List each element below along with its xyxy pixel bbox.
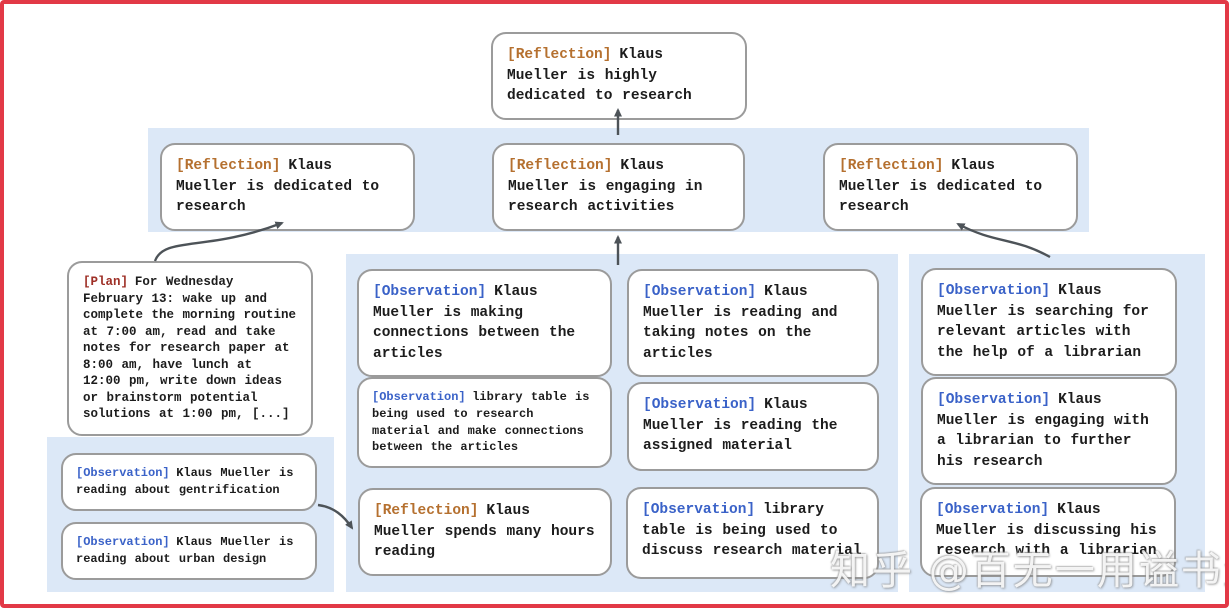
node-text: Klaus Mueller spends many hours reading xyxy=(374,503,595,561)
node-text: Klaus Mueller is dedicated to research xyxy=(176,158,380,216)
node-obs-library-table-research: [Observation]library table is being used… xyxy=(357,377,612,469)
node-plan: [Plan]For Wednesday February 13: wake up… xyxy=(67,261,313,436)
node-text: library table is being used to discuss r… xyxy=(642,502,862,560)
node-text: Klaus Mueller is reading the assigned ma… xyxy=(643,397,838,455)
observation-tag: [Observation] xyxy=(937,392,1051,408)
node-text: For Wednesday February 13: wake up and c… xyxy=(83,275,297,421)
reflection-tag: [Reflection] xyxy=(839,158,944,174)
node-text: Klaus Mueller is reading about gentrific… xyxy=(76,466,294,497)
observation-tag: [Observation] xyxy=(76,466,170,480)
reflection-tag: [Reflection] xyxy=(176,158,281,174)
reflection-tag: [Reflection] xyxy=(507,47,612,63)
node-text: Klaus Mueller is reading and taking note… xyxy=(643,284,838,362)
reflection-tag: [Reflection] xyxy=(508,158,613,174)
node-obs-searching-articles: [Observation]Klaus Mueller is searching … xyxy=(921,268,1177,377)
node-text: library table is being used to research … xyxy=(372,390,590,455)
zhihu-watermark: 知乎 @百无一用谥书生 xyxy=(830,548,1229,594)
node-text: Klaus Mueller is searching for relevant … xyxy=(937,283,1149,361)
observation-tag: [Observation] xyxy=(643,397,757,413)
node-obs-discussing-research: [Observation]Klaus Mueller is discussing… xyxy=(920,487,1176,577)
node-text: Klaus Mueller is engaging with a librari… xyxy=(937,392,1149,470)
observation-tag: [Observation] xyxy=(937,283,1051,299)
node-reflection-left: [Reflection]Klaus Mueller is dedicated t… xyxy=(160,143,415,231)
node-obs-assigned-material: [Observation]Klaus Mueller is reading th… xyxy=(627,382,879,471)
node-text: Klaus Mueller is engaging in research ac… xyxy=(508,158,703,216)
node-reflection-middle: [Reflection]Klaus Mueller is engaging in… xyxy=(492,143,745,231)
observation-tag: [Observation] xyxy=(76,535,170,549)
node-obs-making-connections: [Observation]Klaus Mueller is making con… xyxy=(357,269,612,378)
node-reflection-hours-reading: [Reflection]Klaus Mueller spends many ho… xyxy=(358,488,612,576)
node-obs-library-table-discuss: [Observation]library table is being used… xyxy=(626,487,879,579)
observation-tag: [Observation] xyxy=(643,284,757,300)
plan-tag: [Plan] xyxy=(83,275,129,289)
reflection-tag: [Reflection] xyxy=(374,503,479,519)
node-reflection-right: [Reflection]Klaus Mueller is dedicated t… xyxy=(823,143,1078,231)
node-obs-taking-notes: [Observation]Klaus Mueller is reading an… xyxy=(627,269,879,378)
node-text: Klaus Mueller is discussing his research… xyxy=(936,502,1157,560)
node-text: Klaus Mueller is dedicated to research xyxy=(839,158,1043,216)
observation-tag: [Observation] xyxy=(642,502,756,518)
node-obs-gentrification: [Observation]Klaus Mueller is reading ab… xyxy=(61,453,317,511)
node-text: Klaus Mueller is making connections betw… xyxy=(373,284,576,362)
observation-tag: [Observation] xyxy=(936,502,1050,518)
observation-tag: [Observation] xyxy=(372,390,466,404)
node-text: Klaus Mueller is reading about urban des… xyxy=(76,535,294,566)
node-obs-engaging-librarian: [Observation]Klaus Mueller is engaging w… xyxy=(921,377,1177,486)
node-text: Klaus Mueller is highly dedicated to res… xyxy=(507,47,692,105)
observation-tag: [Observation] xyxy=(373,284,487,300)
node-obs-urban-design: [Observation]Klaus Mueller is reading ab… xyxy=(61,522,317,580)
node-top-reflection: [Reflection]Klaus Mueller is highly dedi… xyxy=(491,32,747,120)
